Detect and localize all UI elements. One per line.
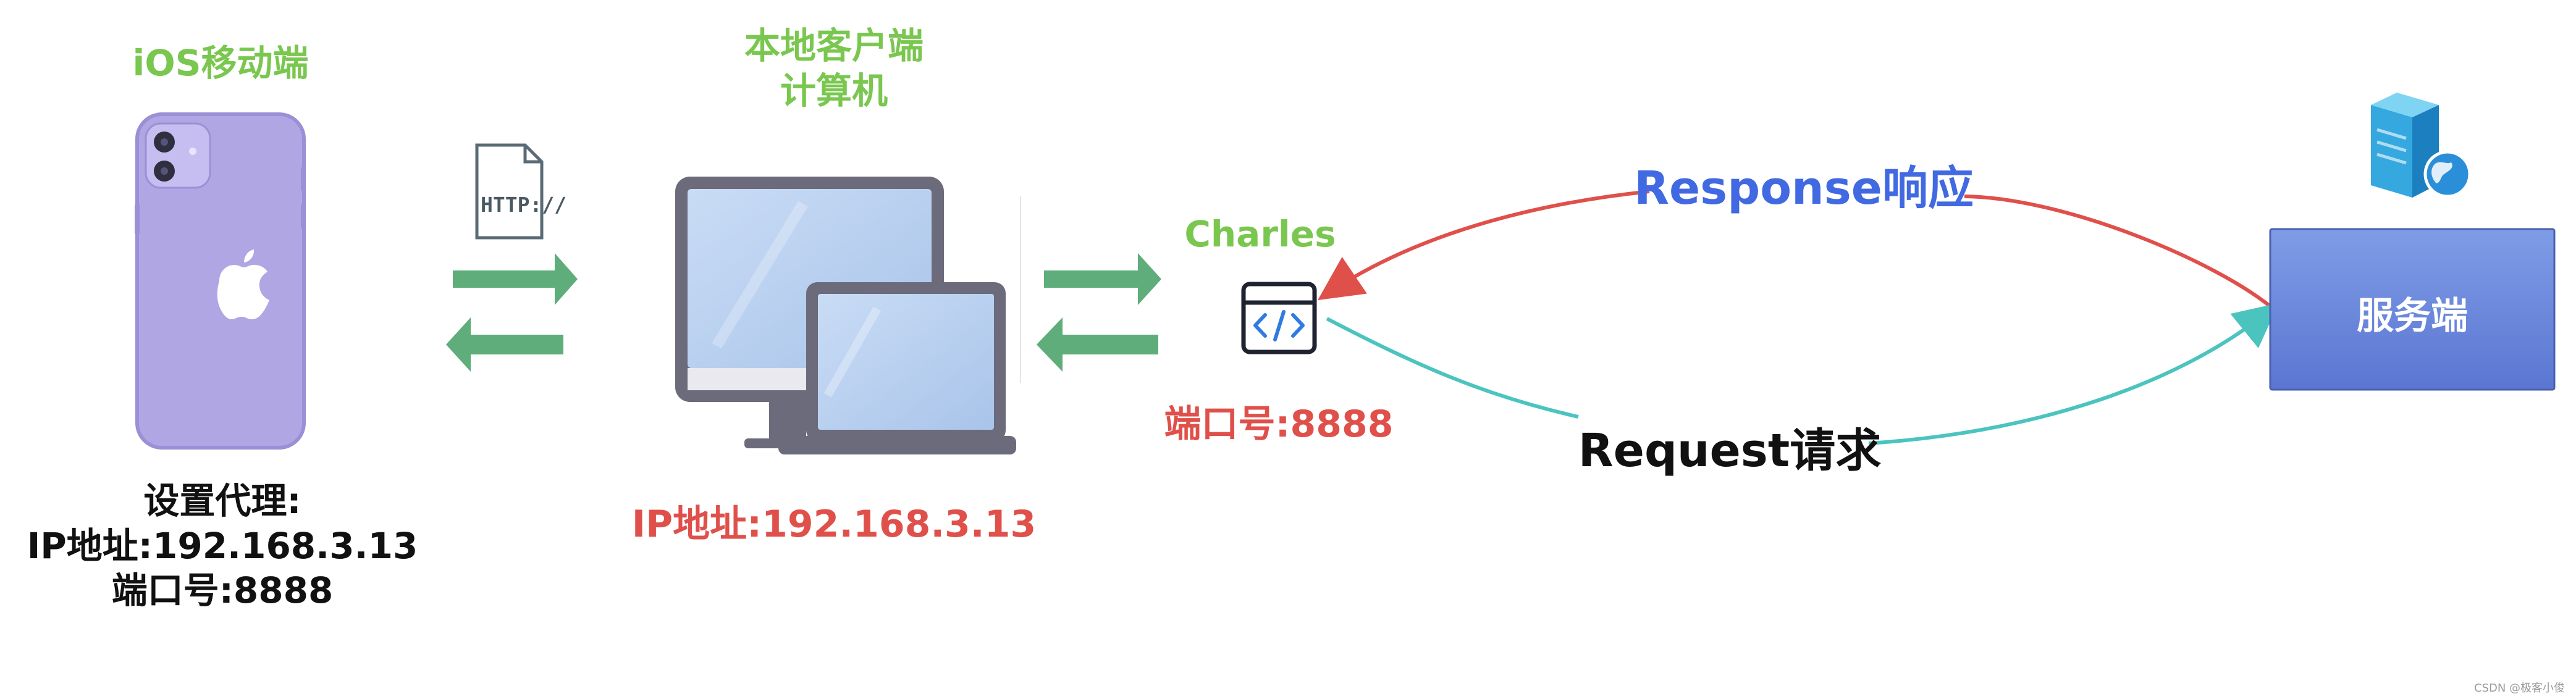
- server-tower-icon: [2371, 93, 2472, 198]
- server-box: [2269, 228, 2556, 391]
- request-label: Request请求: [1578, 424, 1882, 477]
- watermark: CSDN @极客小俊: [2474, 682, 2565, 695]
- phone-proxy-settings: 设置代理: IP地址:192.168.3.13 端口号:8888: [0, 479, 445, 613]
- apple-logo-icon: [217, 249, 269, 319]
- computer-charles-arrows: [1037, 253, 1161, 372]
- computer-title-line2: 计算机: [780, 69, 888, 112]
- computer-title: 本地客户端 计算机: [661, 23, 1007, 113]
- server-label: 服务端: [2357, 295, 2468, 338]
- proxy-port: 端口号:8888: [111, 569, 334, 611]
- proxy-heading: 设置代理:: [143, 480, 301, 522]
- http-label: HTTP://: [481, 193, 567, 217]
- laptop-icon: [778, 282, 1016, 454]
- phone-computer-arrows: [446, 253, 578, 372]
- charles-title: Charles: [1184, 213, 1336, 255]
- http-document-icon: [475, 143, 544, 240]
- response-label: Response响应: [1634, 162, 1974, 215]
- computer-title-line1: 本地客户端: [744, 25, 924, 67]
- charles-code-icon: [1241, 282, 1317, 354]
- proxy-ip: IP地址:192.168.3.13: [27, 524, 418, 567]
- computer-ip-label: IP地址:192.168.3.13: [631, 503, 1037, 546]
- request-arrow: [1326, 310, 2270, 445]
- charles-port-label: 端口号:8888: [1164, 403, 1394, 446]
- phone-title: iOS移动端: [132, 42, 309, 84]
- iphone-icon: [135, 112, 306, 450]
